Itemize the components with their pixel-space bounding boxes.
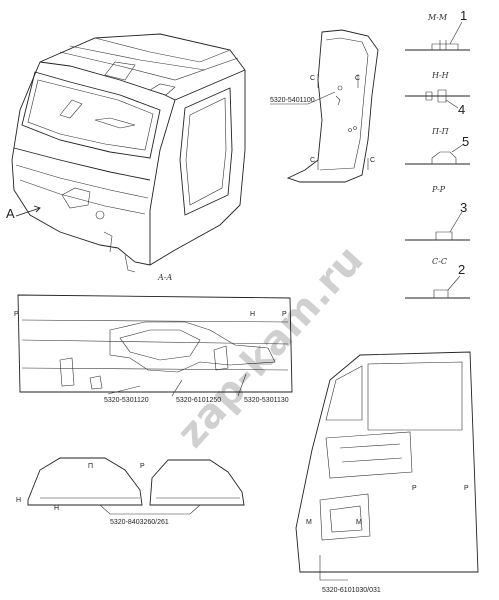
cut-mark-c-lower-right: C <box>370 157 375 164</box>
callout-3: 3 <box>460 200 467 215</box>
section-title-p: П-П <box>431 127 450 136</box>
side-panel-leader <box>270 91 336 105</box>
side-panel-part-number: 5320-5401100 <box>270 97 315 104</box>
cut-mark-c-lower-left: C <box>310 157 315 164</box>
section-p-p: П-П 5 <box>405 127 470 165</box>
section-r-r: P-P 3 <box>405 185 470 241</box>
callout-5: 5 <box>462 134 469 149</box>
cut-mark-p-arch: P <box>140 463 145 470</box>
arch-part-number: 5320-8403260/261 <box>110 519 169 526</box>
door-drawing <box>295 351 479 573</box>
section-title-m: M-M <box>427 13 448 22</box>
cut-mark-p-floor-right: P <box>282 311 287 318</box>
view-arrow-head <box>33 205 41 213</box>
section-title-h: H-H <box>431 71 450 80</box>
arch-leader <box>99 504 201 515</box>
section-h-h: H-H 4 <box>405 71 470 117</box>
callout-1: 1 <box>460 8 467 23</box>
cut-mark-p-door-right: P <box>464 485 469 492</box>
cut-mark-c-right: C <box>355 75 360 82</box>
cut-mark-h-floor: H <box>250 311 255 318</box>
section-title-r: P-P <box>431 185 446 194</box>
cut-mark-p-floor: P <box>14 311 19 318</box>
cab-isometric-drawing <box>11 33 246 273</box>
cut-mark-p-door: P <box>412 485 417 492</box>
section-m-m: M-M 1 <box>405 8 470 51</box>
door-part-number: 5320-6101030/031 <box>322 587 381 594</box>
cut-lines-side <box>317 74 369 170</box>
view-arrow <box>15 207 41 217</box>
floor-part-c: 5320-5301130 <box>244 397 289 404</box>
section-title-c: C-C <box>432 257 447 266</box>
arch-panels-drawing <box>27 457 245 506</box>
floor-part-b: 5320-6101250 <box>176 397 221 404</box>
door-leader <box>319 555 348 581</box>
floor-part-a: 5320-5301120 <box>104 397 149 404</box>
callout-4: 4 <box>458 102 465 117</box>
cut-mark-m-door-right: M <box>356 519 362 526</box>
view-label: A-A <box>157 273 172 282</box>
floor-panel-drawing <box>17 294 293 393</box>
cut-mark-m-door: M <box>306 519 312 526</box>
cut-mark-h-arch: H <box>16 497 21 504</box>
cut-mark-h-arch-2: H <box>54 505 59 512</box>
section-c-c: C-C 2 <box>405 257 470 299</box>
floor-leaders <box>107 373 247 397</box>
cut-mark-n-arch: П <box>88 463 93 470</box>
side-panel-drawing <box>286 29 379 183</box>
callout-2: 2 <box>458 262 465 277</box>
cut-mark-c-left: C <box>310 75 315 82</box>
view-arrow-label: A <box>6 206 15 221</box>
watermark-text: zap-kam.ru <box>168 237 372 457</box>
